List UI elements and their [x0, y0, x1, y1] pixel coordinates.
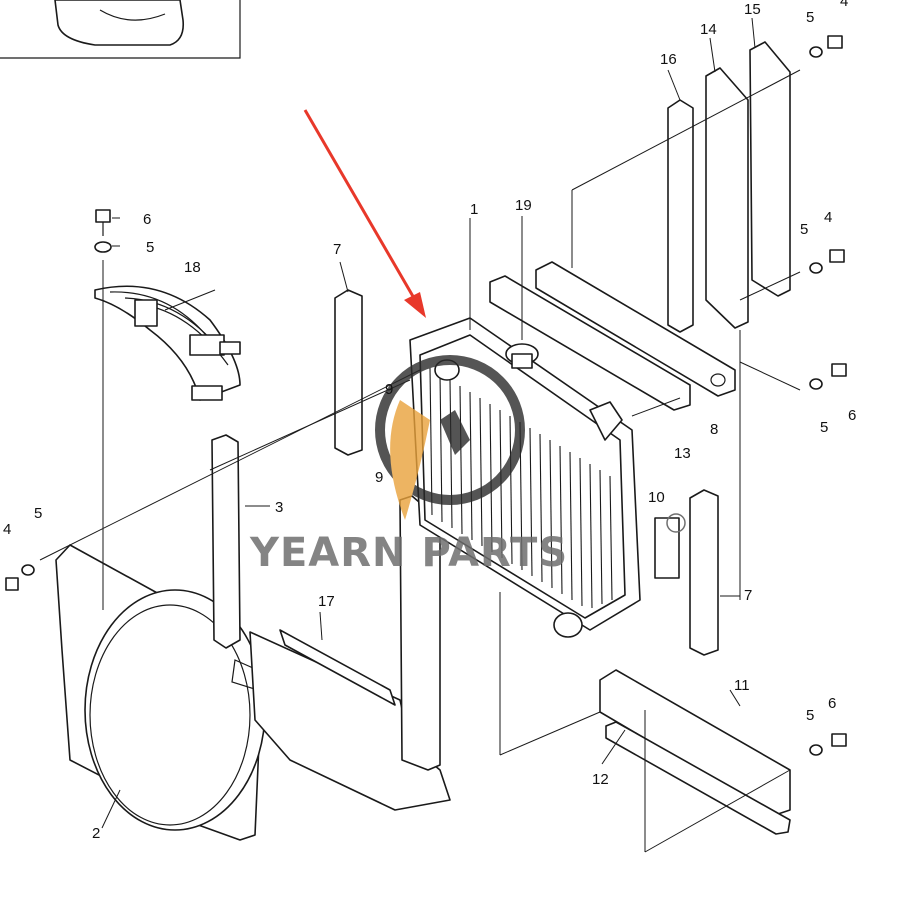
label-10: 10: [648, 489, 665, 506]
label-16: 16: [660, 51, 677, 68]
red-arrow-icon: [303, 109, 426, 318]
label-11: 11: [734, 677, 750, 694]
label-5-left: 5: [146, 239, 154, 256]
label-15: 15: [744, 1, 761, 18]
label-14: 14: [700, 21, 717, 38]
label-4-left: 4: [3, 521, 11, 538]
label-8: 8: [710, 421, 718, 438]
label-4-top-right: 4: [840, 0, 848, 10]
foam-strip-7-left: [334, 289, 363, 456]
lower-bracket-part-11: [599, 669, 791, 835]
label-4-mid-right: 4: [824, 209, 832, 226]
bolts-right: [5, 35, 847, 756]
gear-logo-icon: [375, 355, 525, 520]
inset-detail-box: [0, 0, 241, 59]
watermark: YEARN PARTS: [249, 355, 686, 576]
part-numbers: 1 19 7 16 14 15 5 4 4 5 5 6 8 13 6 5 18 …: [3, 0, 856, 842]
bolt-washer-left: [94, 209, 112, 610]
label-5-bottom-right: 5: [806, 707, 814, 724]
label-9-top: 9: [385, 381, 393, 398]
label-5-right: 5: [820, 419, 828, 436]
label-7-left: 7: [333, 241, 341, 258]
label-6-bottom-right: 6: [828, 695, 836, 712]
label-12: 12: [592, 771, 609, 788]
shroud-frame-part-3: [211, 434, 451, 811]
label-19: 19: [515, 197, 532, 214]
label-2: 2: [92, 825, 100, 842]
label-7-right: 7: [744, 587, 752, 604]
label-5-top-right: 5: [806, 9, 814, 26]
label-6-left: 6: [143, 211, 151, 228]
label-1: 1: [470, 201, 478, 218]
wire-harness-part-18: [94, 285, 241, 401]
watermark-text: YEARN PARTS: [249, 530, 568, 576]
label-18: 18: [184, 259, 201, 276]
label-6-right: 6: [848, 407, 856, 424]
label-13: 13: [674, 445, 691, 462]
label-9-bottom: 9: [375, 469, 383, 486]
top-bracket-part-13: [489, 261, 736, 411]
side-strips-14-15-16: [667, 41, 791, 333]
radiator-core-part-1: [409, 317, 680, 638]
fan-shroud-part-2: [55, 544, 266, 841]
label-3: 3: [275, 499, 283, 516]
label-17: 17: [318, 593, 335, 610]
leader-lines: [39, 17, 801, 853]
label-5-far-left: 5: [34, 505, 42, 522]
label-5-mid-right: 5: [800, 221, 808, 238]
foam-strip-7-right: [689, 489, 719, 656]
